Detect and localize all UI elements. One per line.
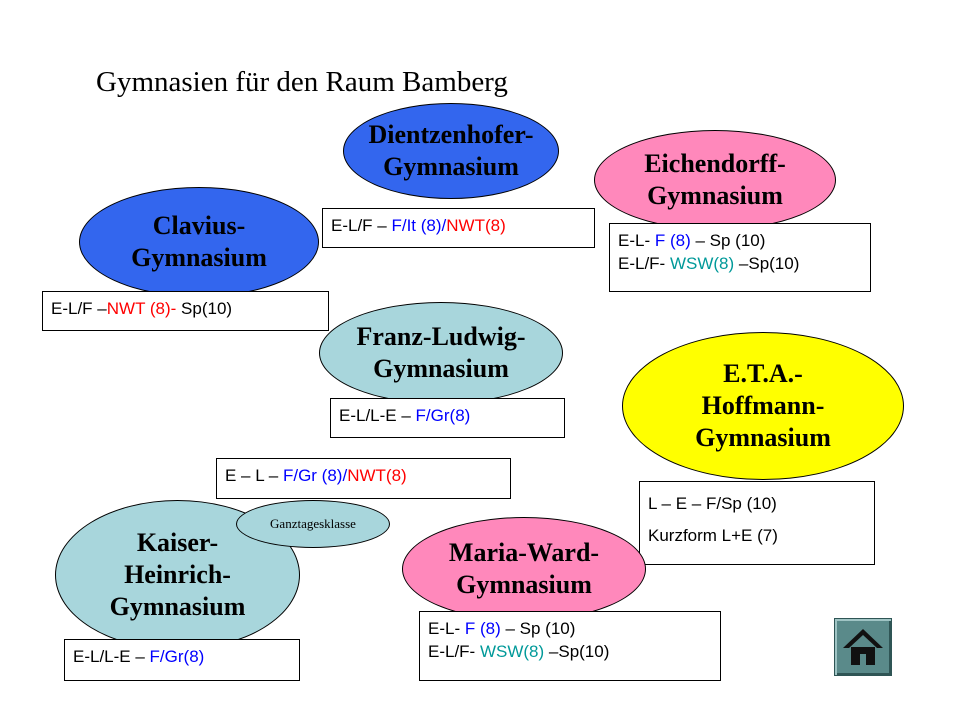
page-title: Gymnasien für den Raum Bamberg: [96, 66, 508, 98]
eichendorff-name: Eichendorff- Gymnasium: [644, 149, 786, 210]
kaiser-heinrich-ganztag-subjects: E – L – F/Gr (8)/NWT(8): [216, 458, 511, 499]
eta-hoffmann-line2: Kurzform L+E (7): [648, 526, 778, 546]
clavius-subjects: E-L/F –NWT (8)- Sp(10): [42, 291, 329, 331]
kaiser-heinrich-subjects: E-L/L-E – F/Gr(8): [64, 639, 300, 681]
dientzenhofer-name: Dientzenhofer- Gymnasium: [368, 120, 534, 181]
dientzenhofer-subjects: E-L/F – F/It (8)/NWT(8): [322, 208, 595, 248]
maria-ward-name: Maria-Ward- Gymnasium: [448, 538, 600, 599]
franz-ludwig-name: Franz-Ludwig- Gymnasium: [356, 322, 526, 383]
franz-ludwig-subjects: E-L/L-E – F/Gr(8): [330, 398, 565, 438]
eichendorff-subjects: E-L- F (8) – Sp (10) E-L/F- WSW(8) –Sp(1…: [609, 223, 871, 292]
kaiser-heinrich-name: Kaiser- Heinrich- Gymnasium: [109, 528, 246, 621]
maria-ward-subjects: E-L- F (8) – Sp (10) E-L/F- WSW(8) –Sp(1…: [419, 611, 721, 681]
eta-hoffmann-line1: L – E – F/Sp (10): [648, 494, 777, 513]
eta-hoffmann-name: E.T.A.- Hoffmann- Gymnasium: [695, 359, 831, 452]
home-button[interactable]: [834, 618, 892, 676]
franz-ludwig-ellipse[interactable]: Franz-Ludwig- Gymnasium: [319, 302, 563, 404]
home-icon: [843, 629, 883, 665]
clavius-name: Clavius- Gymnasium: [131, 211, 267, 272]
ganztagesklasse-badge: Ganztagesklasse: [236, 500, 390, 548]
eta-hoffmann-subjects: L – E – F/Sp (10) Kurzform L+E (7): [639, 481, 875, 565]
eichendorff-ellipse[interactable]: Eichendorff- Gymnasium: [594, 130, 836, 230]
eta-hoffmann-ellipse[interactable]: E.T.A.- Hoffmann- Gymnasium: [622, 332, 904, 480]
clavius-ellipse[interactable]: Clavius- Gymnasium: [79, 187, 319, 297]
dientzenhofer-ellipse[interactable]: Dientzenhofer- Gymnasium: [343, 103, 559, 199]
maria-ward-ellipse[interactable]: Maria-Ward- Gymnasium: [402, 517, 646, 621]
